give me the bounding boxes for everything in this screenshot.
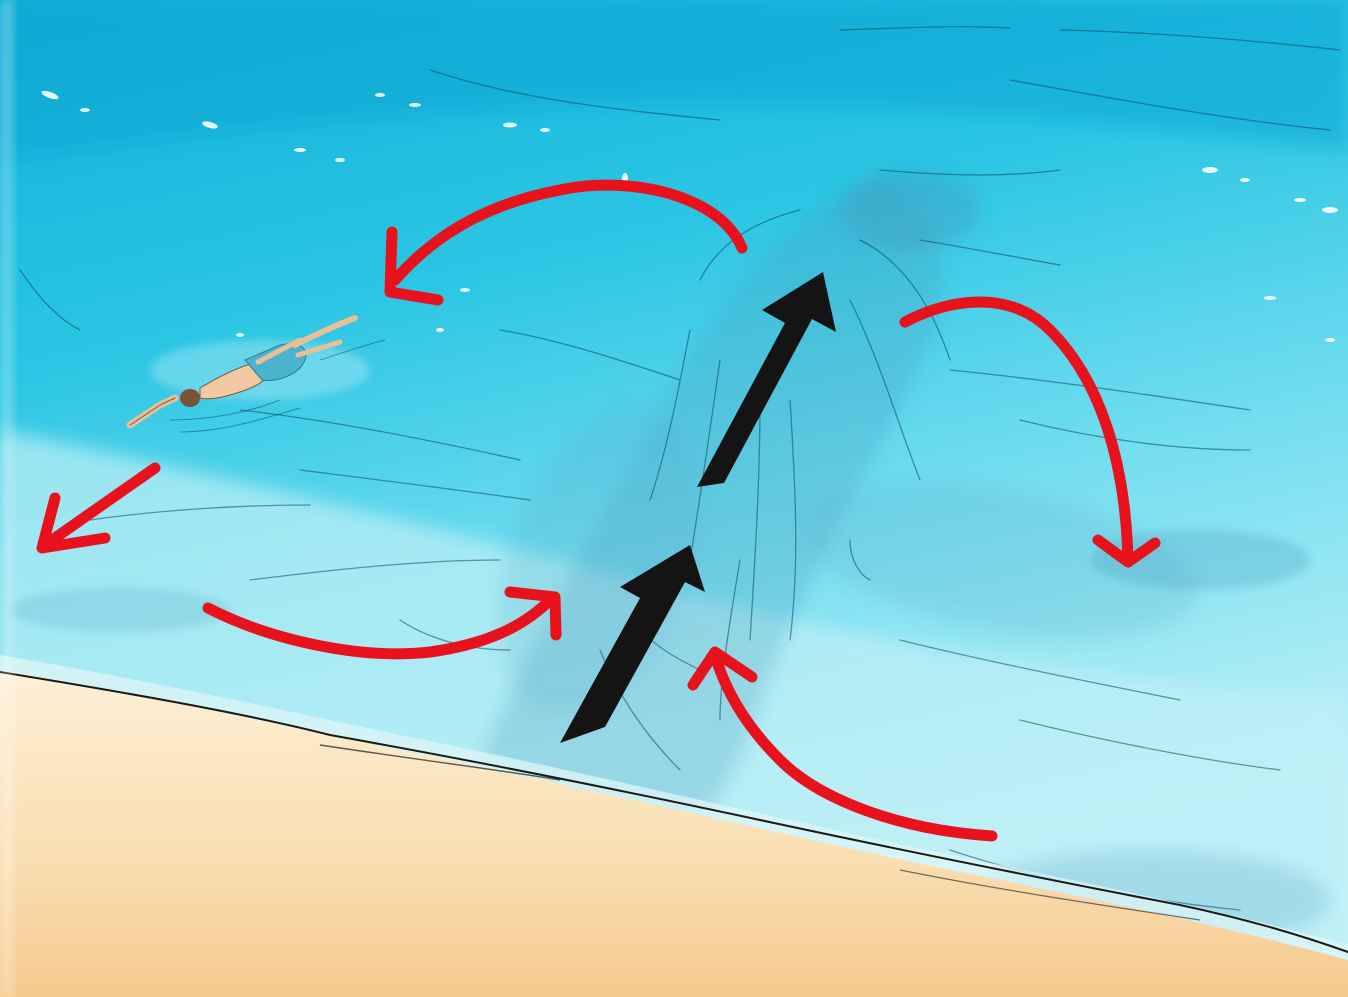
swimmer-head — [180, 389, 200, 407]
edge-vignette — [0, 0, 14, 997]
